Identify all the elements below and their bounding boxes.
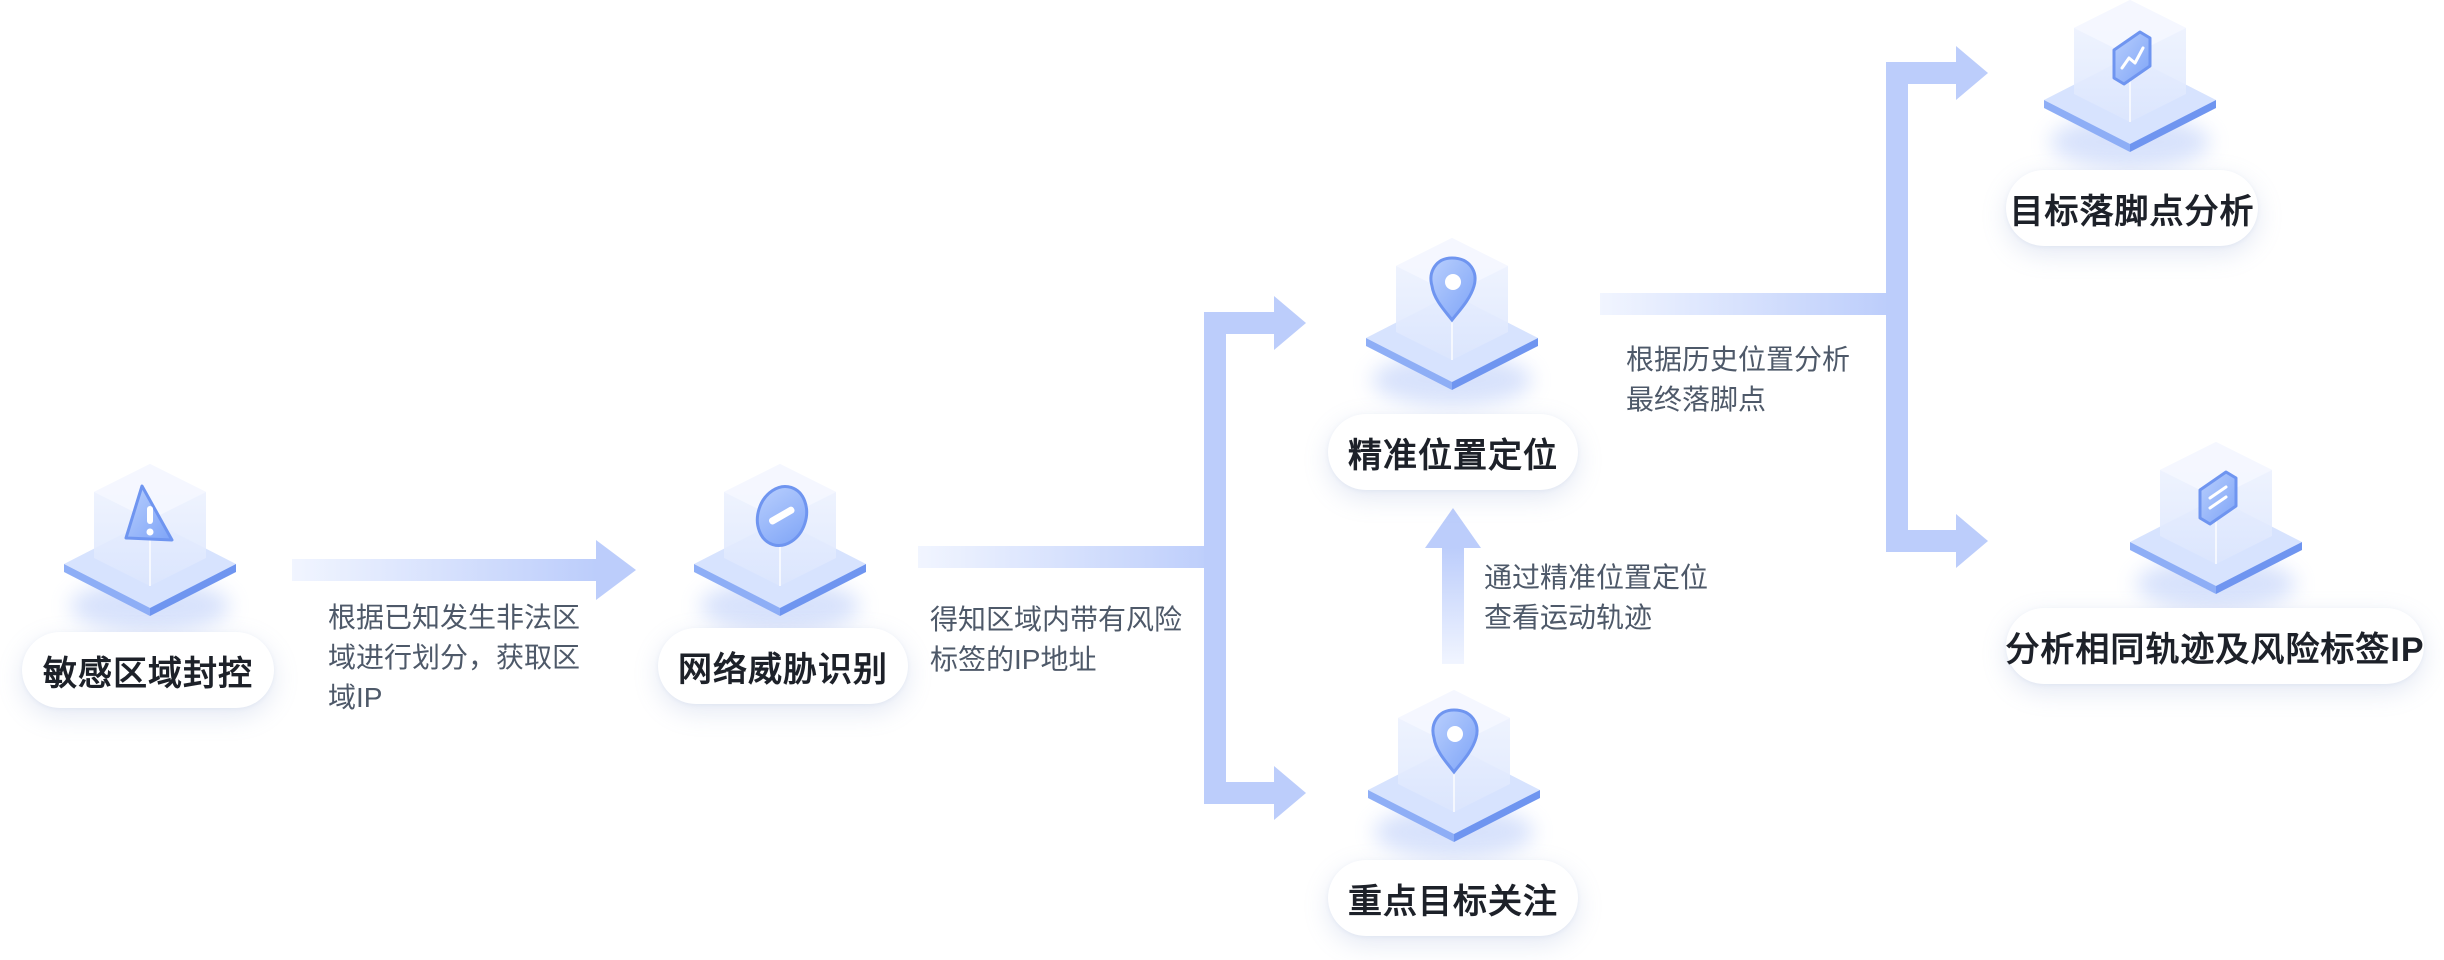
block-icon <box>694 464 866 632</box>
arrow-location-branch <box>1600 46 1988 568</box>
note-line: 标签的IP地址 <box>930 644 1097 675</box>
node-network-threat: 网络威胁识别 <box>658 628 908 704</box>
warning-icon <box>64 464 236 632</box>
arrow-key-target-to-location <box>1425 508 1481 664</box>
arrow-network-branch <box>918 296 1306 820</box>
note-risk-ip: 得知区域内带有风险 标签的IP地址 <box>930 600 1182 680</box>
node-key-target: 重点目标关注 <box>1328 860 1578 936</box>
note-line: 根据历史位置分析 <box>1626 344 1851 375</box>
node-target-destination: 目标落脚点分析 <box>2006 170 2258 246</box>
note-trajectory: 通过精准位置定位 查看运动轨迹 <box>1484 558 1708 638</box>
location-pin-icon <box>1368 690 1540 858</box>
note-line: 最终落脚点 <box>1626 384 1767 415</box>
node-precise-location: 精准位置定位 <box>1328 414 1578 490</box>
note-line: 域IP <box>328 682 383 713</box>
trend-chart-icon <box>2044 0 2216 168</box>
note-line: 根据已知发生非法区 <box>328 602 581 633</box>
note-line: 域进行划分，获取区 <box>328 642 581 673</box>
note-line: 通过精准位置定位 <box>1484 562 1709 593</box>
node-sensitive-area: 敏感区域封控 <box>22 632 274 708</box>
node-same-trajectory: 分析相同轨迹及风险标签IP <box>2005 608 2424 684</box>
note-divide-area: 根据已知发生非法区 域进行划分，获取区 域IP <box>328 598 580 718</box>
note-line: 查看运动轨迹 <box>1484 602 1653 633</box>
location-pin-icon <box>1366 238 1538 406</box>
document-list-icon <box>2130 442 2302 610</box>
arrow-sensitive-to-network <box>292 540 636 600</box>
note-line: 得知区域内带有风险 <box>930 604 1183 635</box>
note-history: 根据历史位置分析 最终落脚点 <box>1626 340 1850 420</box>
